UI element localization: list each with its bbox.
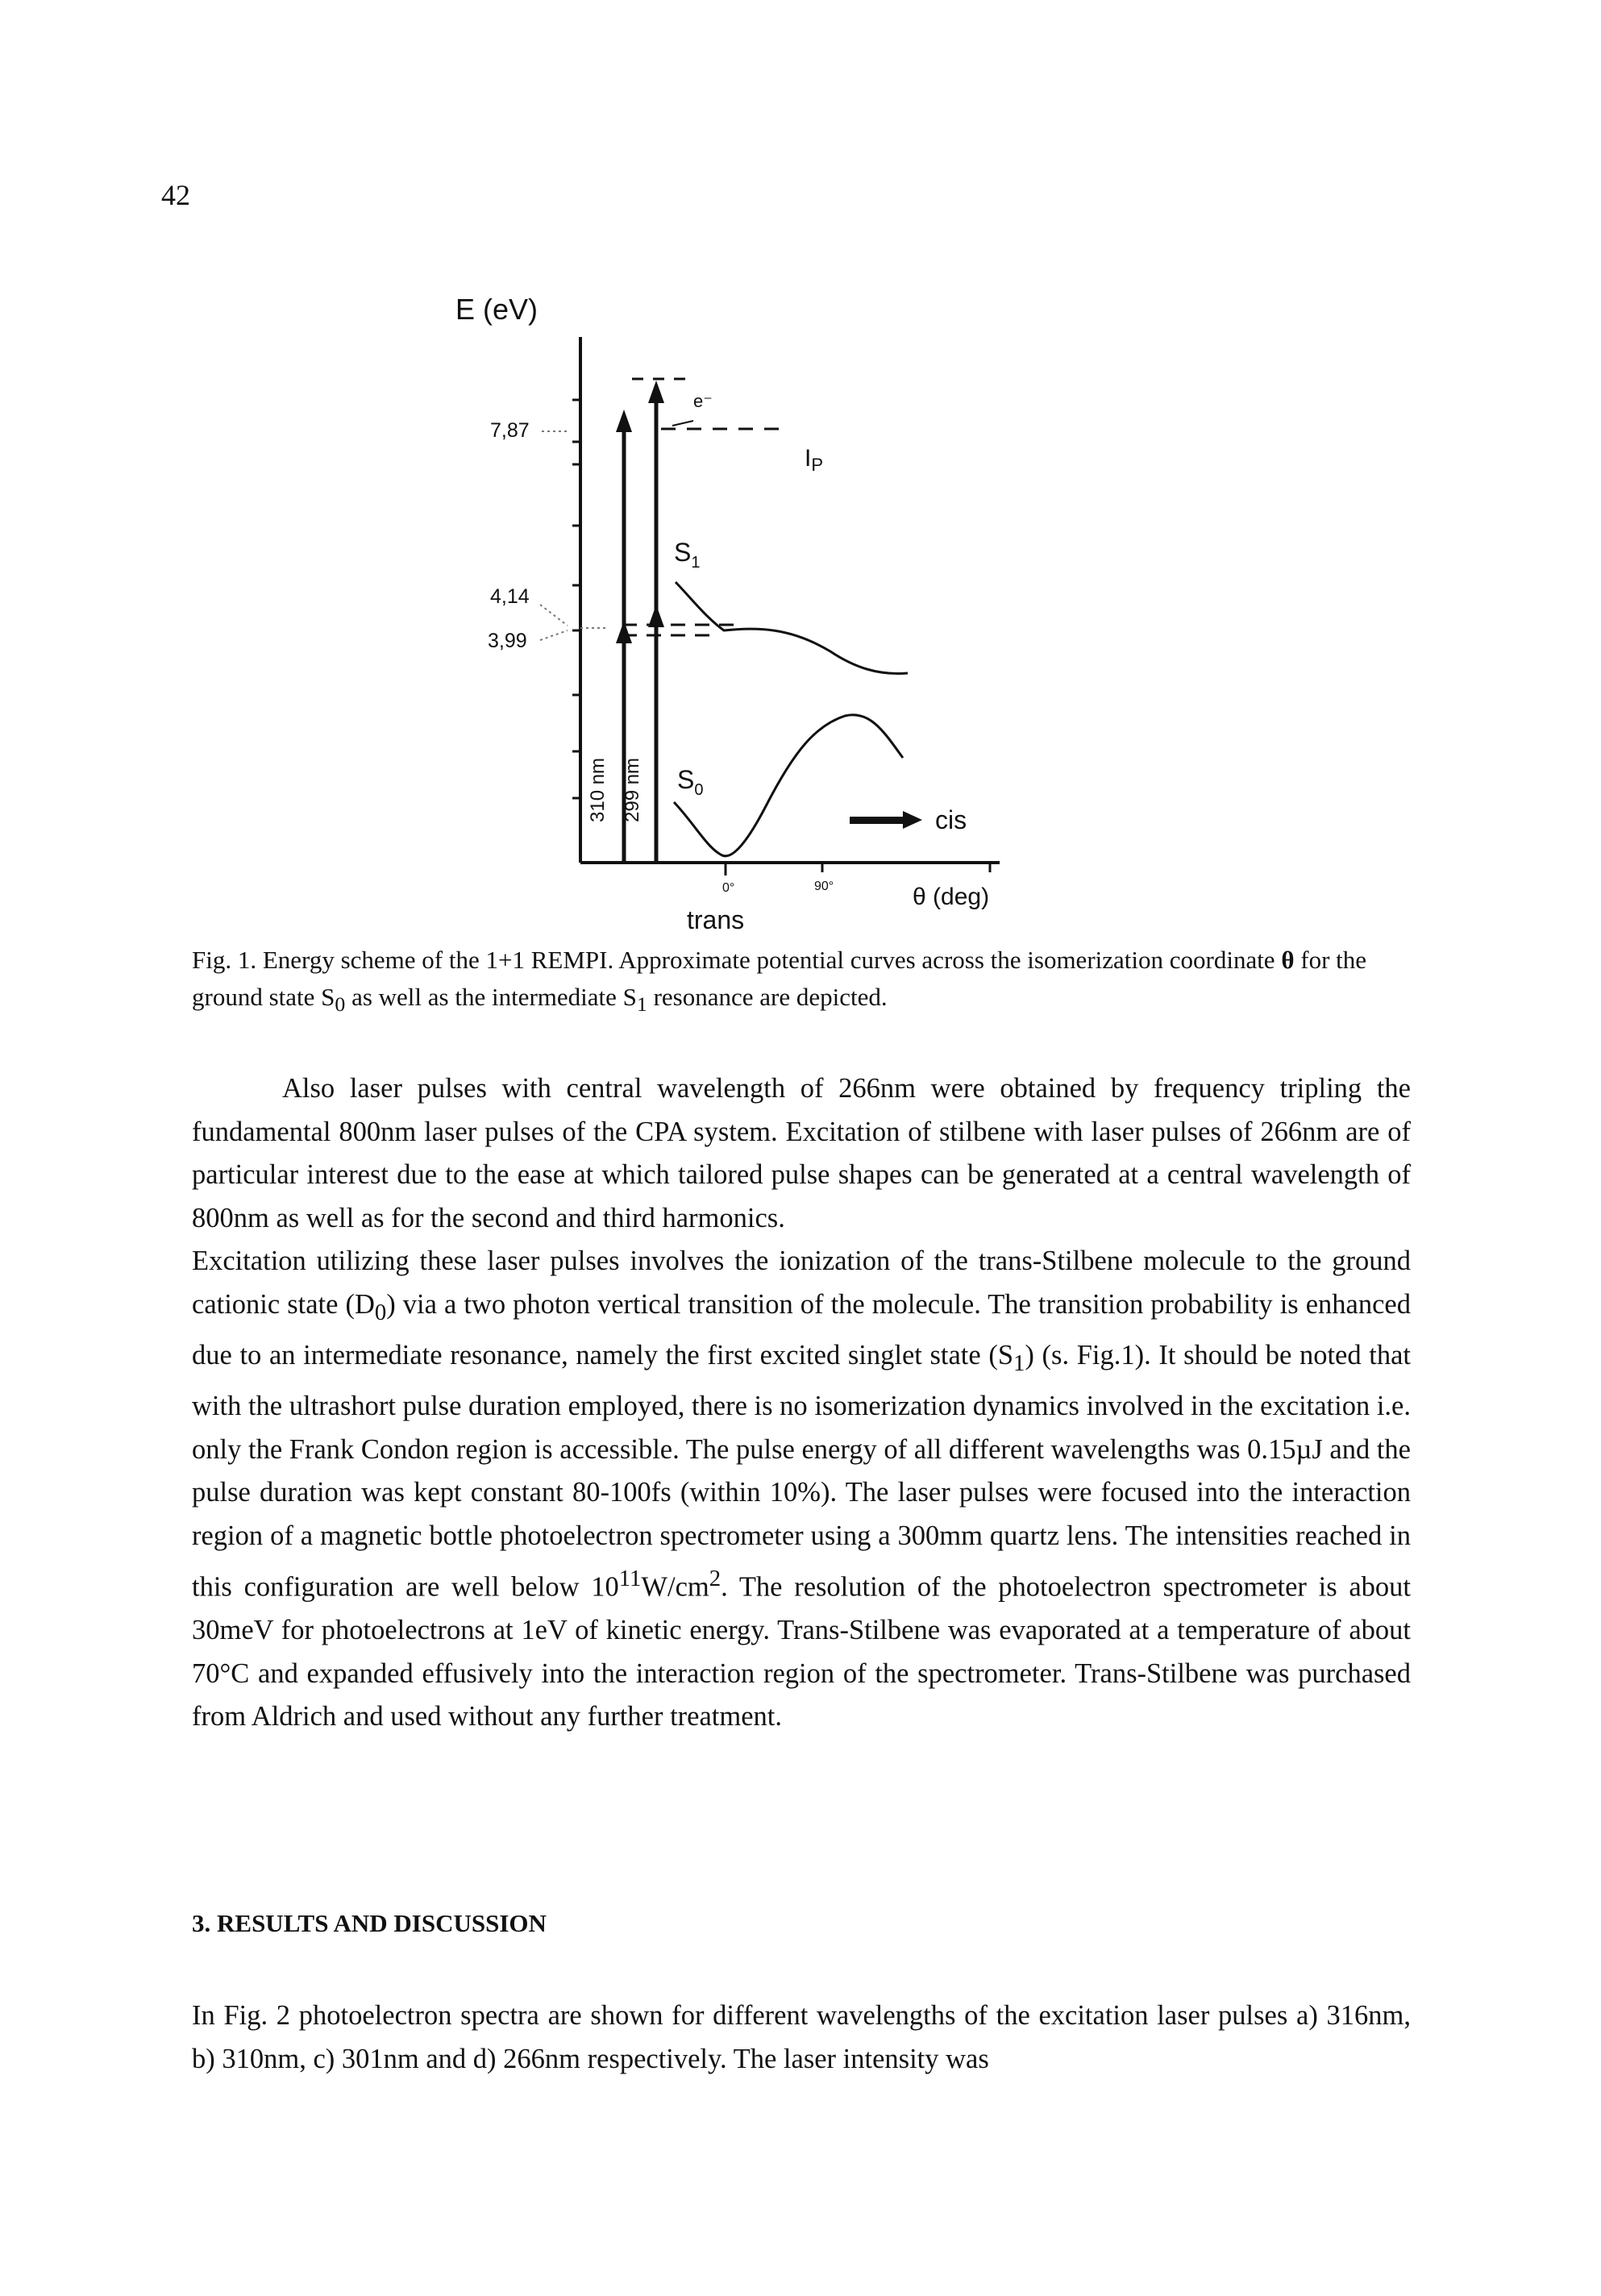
energy-leader-s1 (539, 604, 568, 626)
caption-text-1: Energy scheme of the 1+1 REMPI. Approxim… (256, 946, 1282, 974)
caption-theta: θ (1281, 946, 1295, 974)
intensity-exponent: 11 (618, 1566, 642, 1592)
paragraph-2: Excitation utilizing these laser pulses … (192, 1240, 1411, 1739)
caption-s0: S (321, 983, 335, 1011)
x-tick-label-0: 0° (722, 881, 734, 895)
s1-label: S1 (674, 538, 700, 572)
energy-scheme-figure: E (eV) 7,87 4,14 3,99 (419, 266, 1096, 943)
caption-prefix: Fig. 1. (192, 946, 257, 974)
electron-arrow (672, 420, 694, 426)
d0-subscript: 0 (374, 1299, 387, 1325)
body-text: Also laser pulses with central wavelengt… (192, 1067, 1411, 1739)
paragraph-3: In Fig. 2 photoelectron spectra are show… (192, 2000, 1411, 2074)
caption-text-2: for the ground state (192, 946, 1367, 1011)
caption-s0-sub: 0 (335, 992, 346, 1017)
trans-label: trans (687, 905, 744, 934)
arrowhead-310nm-lower (616, 621, 632, 643)
x-tick-label-90: 90° (814, 880, 834, 893)
arrowhead-299nm-upper (648, 381, 664, 403)
paragraph-2-part-3: ) (s. Fig.1). It should be noted that wi… (192, 1339, 1411, 1603)
caption-text-4: resonance are depicted. (647, 983, 888, 1011)
cis-arrow-head (903, 811, 922, 829)
page-number: 42 (161, 179, 190, 211)
energy-label-ip: 7,87 (490, 419, 530, 442)
paragraph-2-part-4: W/cm (641, 1571, 709, 1603)
energy-scheme-diagram: E (eV) 7,87 4,14 3,99 (455, 293, 1000, 934)
area-exponent: 2 (709, 1566, 721, 1592)
caption-s1: S (622, 983, 637, 1011)
caption-text-3: as well as the intermediate (345, 983, 623, 1011)
energy-label-s1: 4,14 (490, 585, 530, 608)
s1-potential-curve (674, 580, 909, 675)
paragraph-2-part-5: . The resolution of the photoelectron sp… (192, 1571, 1412, 1732)
s1-subscript: 1 (1013, 1350, 1025, 1376)
cis-label: cis (935, 805, 967, 834)
s0-potential-curve (672, 713, 904, 858)
results-text: In Fig. 2 photoelectron spectra are show… (192, 1994, 1411, 2081)
cis-arrow-shaft (850, 817, 904, 824)
label-310nm: 310 nm (587, 758, 609, 822)
paragraph-2-part-2: ) via a two photon vertical transition o… (192, 1288, 1411, 1371)
label-299nm: 299 nm (622, 758, 643, 822)
energy-axis-title: E (eV) (455, 293, 538, 326)
arrowhead-310nm-upper (616, 410, 632, 432)
electron-label: e⁻ (693, 391, 713, 411)
arrowhead-299nm-lower (648, 605, 664, 627)
ip-label: IP (805, 445, 823, 475)
energy-axis-ticks (572, 398, 580, 800)
paragraph-2-part-1: Excitation utilizing these laser pulses … (192, 1246, 1411, 1320)
figure-caption: Fig. 1. Energy scheme of the 1+1 REMPI. … (192, 942, 1411, 1023)
paragraph-1: Also laser pulses with central wavelengt… (192, 1073, 1411, 1233)
theta-axis-label: θ (deg) (913, 884, 989, 910)
energy-label-s0: 3,99 (488, 630, 527, 652)
s0-label: S0 (677, 765, 703, 799)
section-heading: 3. RESULTS AND DISCUSSION (192, 1909, 547, 1937)
caption-s1-sub: 1 (636, 992, 647, 1017)
energy-leader-s0 (539, 630, 568, 641)
